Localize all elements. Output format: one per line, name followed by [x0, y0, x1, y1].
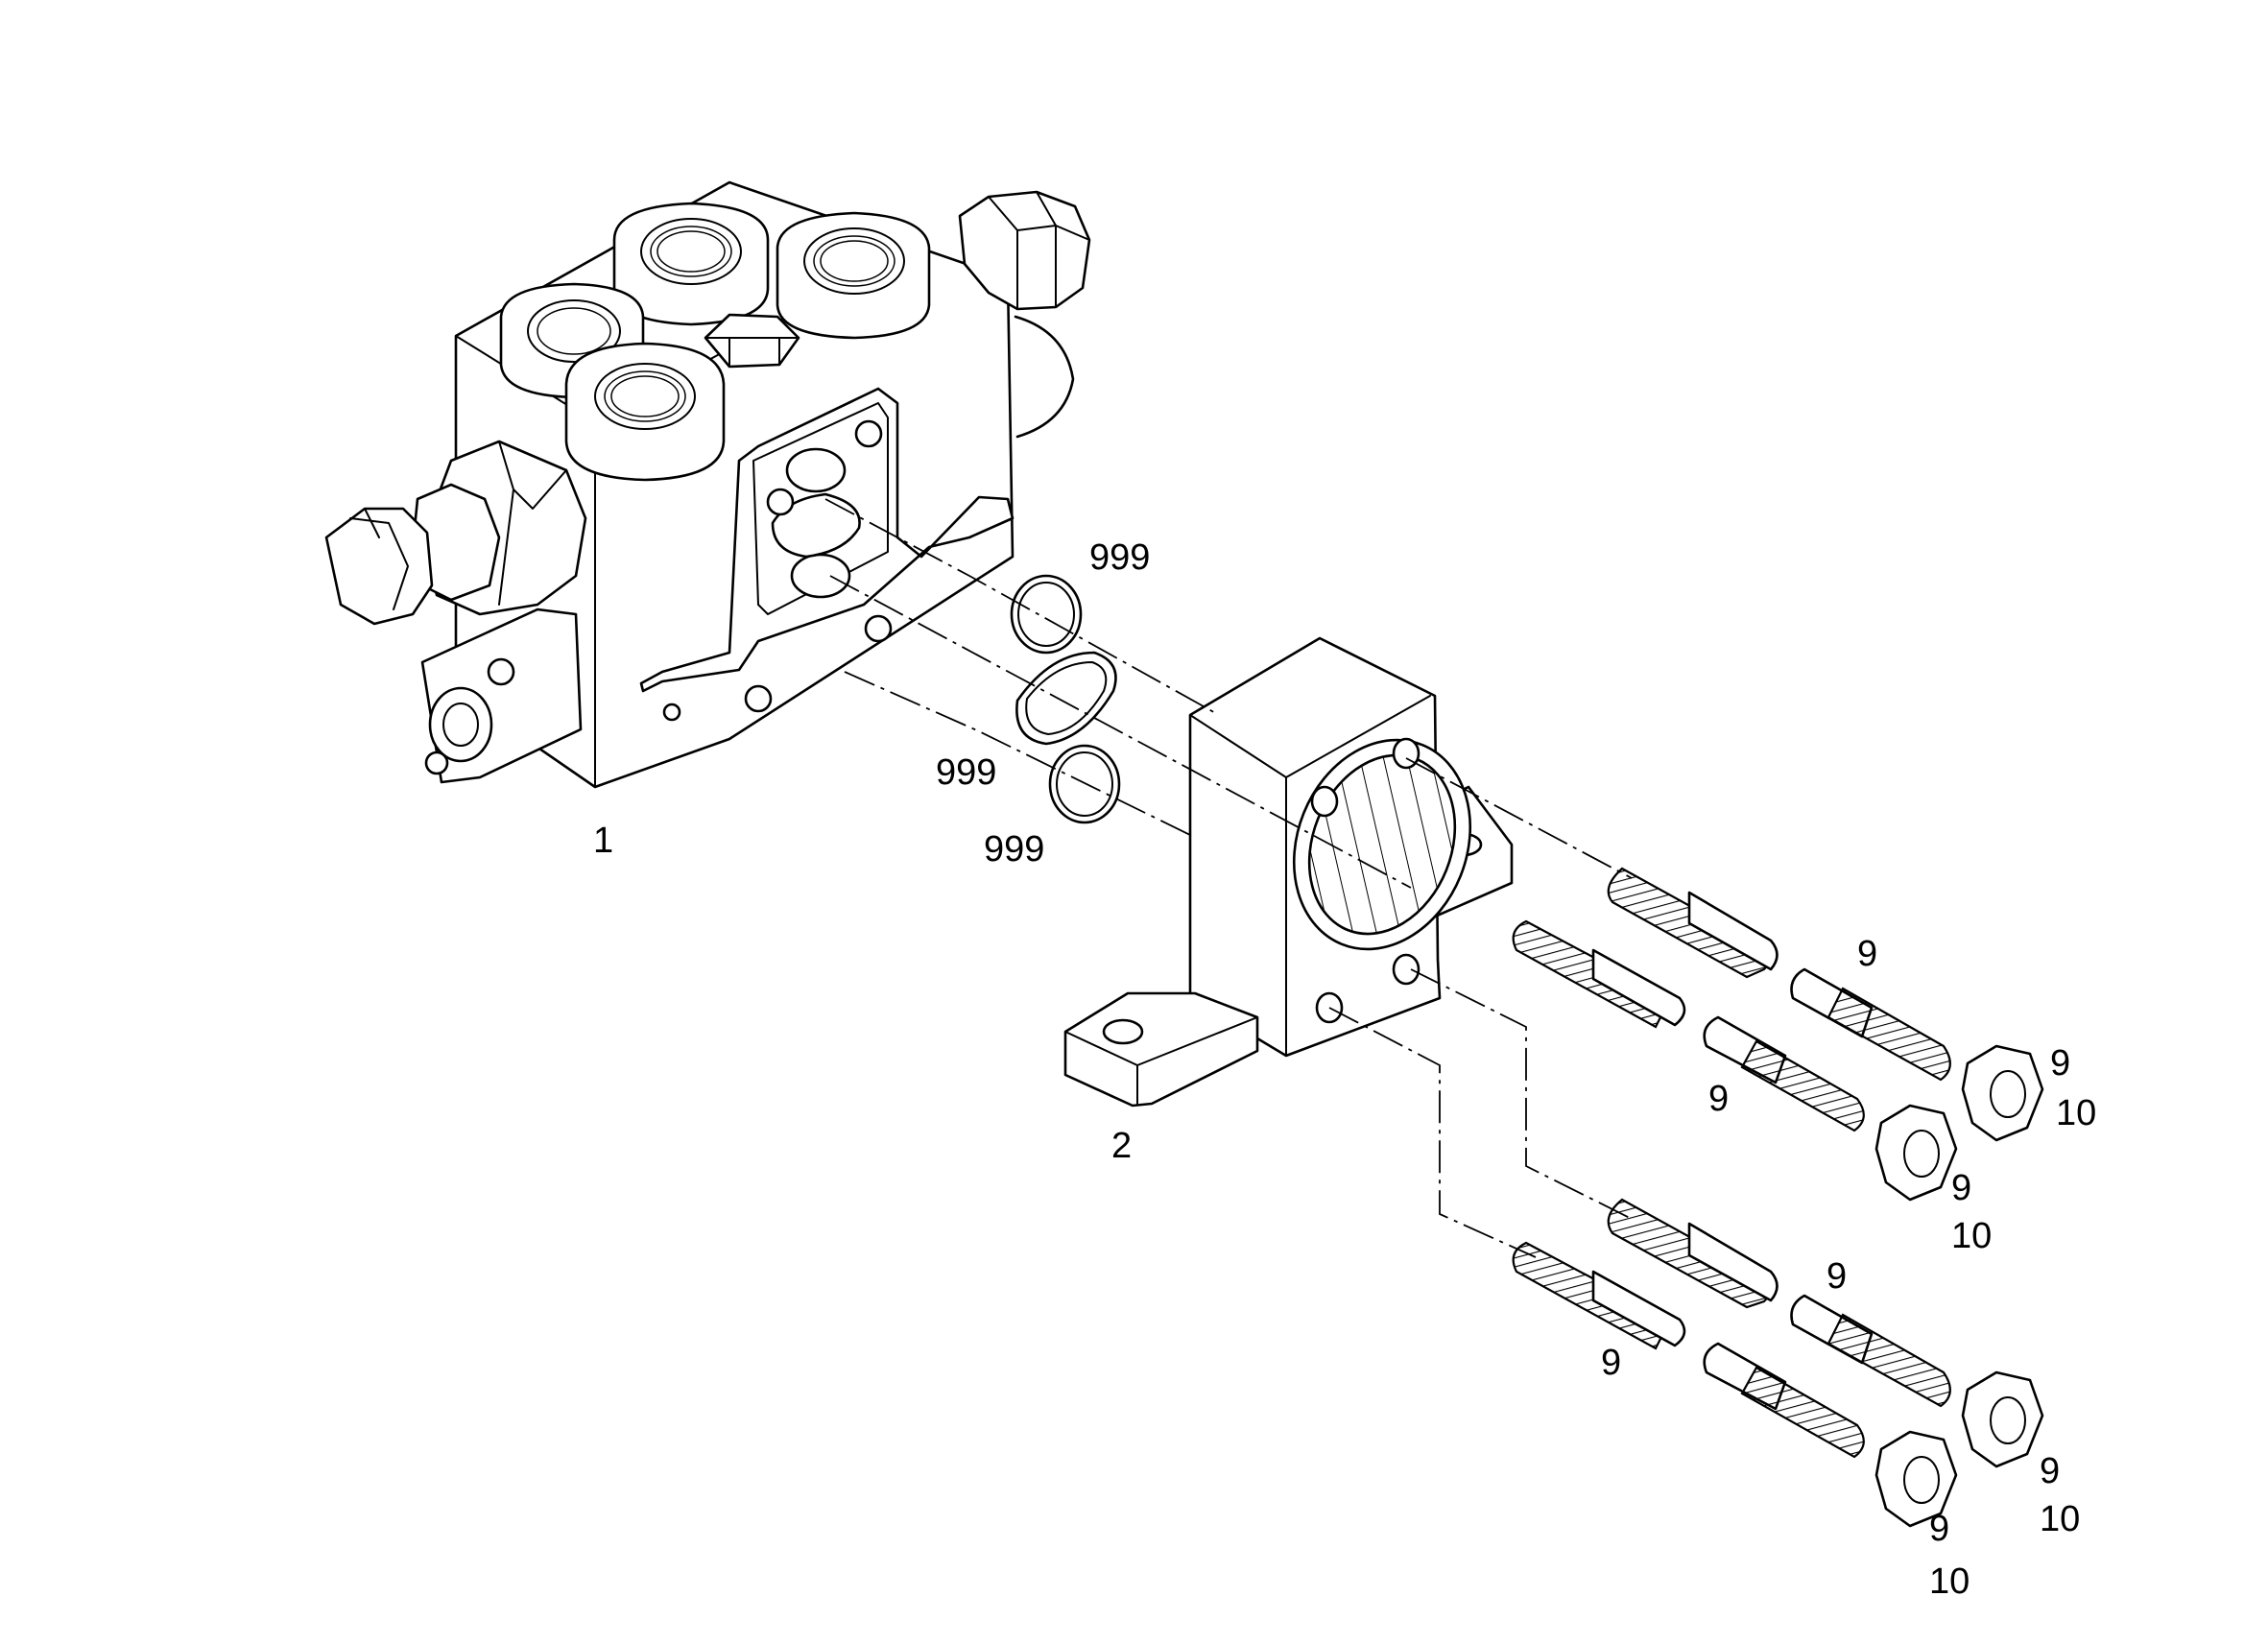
label-nut-4-washer: 10	[1929, 1561, 1970, 1602]
label-seal-lower: 999	[984, 829, 1044, 870]
seal-rings	[1010, 574, 1121, 824]
callout-labels: 1 2 999 999 999 9 9 9 9 9 10 9 10 9 10 9…	[593, 537, 2096, 1602]
nut-upper-left	[1874, 1104, 1958, 1202]
label-nut-2-part: 9	[1951, 1168, 1971, 1208]
label-nut-1-washer: 10	[2056, 1093, 2096, 1133]
label-mounting-bracket: 2	[1111, 1126, 1132, 1166]
face-plate	[639, 387, 1015, 722]
label-nut-3-part: 9	[2040, 1451, 2060, 1491]
label-stud-1: 9	[1857, 934, 1877, 974]
label-valve-block: 1	[593, 821, 613, 861]
label-stud-3: 9	[1826, 1256, 1847, 1297]
label-nut-4-part: 9	[1929, 1509, 1949, 1549]
valve-block	[324, 180, 1091, 789]
top-ports	[499, 202, 931, 482]
spool-cap	[324, 440, 587, 784]
label-nut-2-washer: 10	[1951, 1216, 1992, 1256]
label-seal-middle: 999	[936, 752, 996, 793]
nut-upper-right	[1961, 1044, 2044, 1142]
o-ring-round-upper	[1010, 574, 1083, 655]
label-nut-1-part: 9	[2050, 1043, 2070, 1084]
assembly-center-lines	[824, 498, 1633, 1258]
label-nut-3-washer: 10	[2040, 1499, 2080, 1539]
nut-lower-left	[1874, 1430, 1958, 1528]
mounting-bracket	[1063, 636, 1514, 1108]
side-fitting	[958, 190, 1091, 439]
label-stud-2: 9	[1708, 1079, 1729, 1119]
label-seal-upper: 999	[1089, 537, 1150, 578]
label-stud-4: 9	[1601, 1343, 1621, 1383]
studs-and-nuts	[1512, 867, 2044, 1528]
o-ring-oval	[1015, 651, 1117, 746]
nut-lower-right	[1961, 1370, 2044, 1468]
